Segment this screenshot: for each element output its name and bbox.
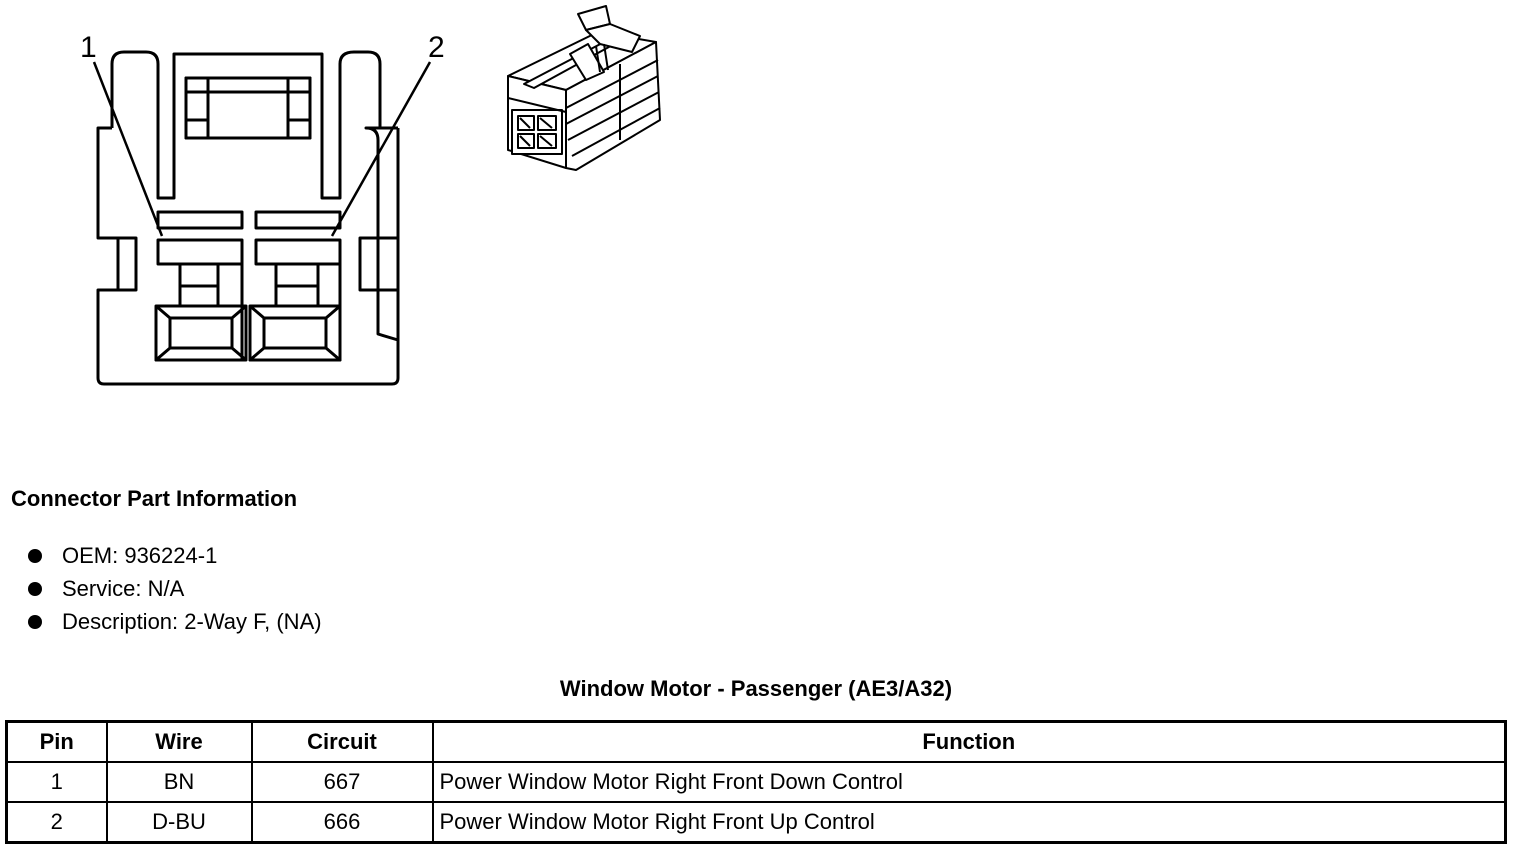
pin-1-label: 1	[80, 31, 97, 64]
header-circuit: Circuit	[250, 720, 434, 763]
pin-2-label: 2	[428, 31, 445, 64]
right-side-tab	[358, 236, 380, 292]
bullet-icon	[28, 581, 42, 596]
part-info-item-description: Description: 2-Way F, (NA)	[28, 605, 322, 638]
connector-isometric-view	[507, 5, 661, 171]
table-header-row: Pin Wire Circuit Function	[5, 720, 1507, 763]
cell-pin: 2	[5, 801, 108, 844]
rib-left-top	[156, 210, 244, 230]
table-title: Window Motor - Passenger (AE3/A32)	[559, 676, 953, 701]
cell-wire: BN	[105, 761, 253, 803]
cell-pin: 1	[5, 761, 108, 803]
part-info-service-text: Service: N/A	[62, 576, 185, 601]
cell-function: Power Window Motor Right Front Up Contro…	[431, 801, 1507, 844]
part-info-list: OEM: 936224-1 Service: N/A Description: …	[28, 539, 322, 638]
pin-1-leader	[92, 61, 164, 237]
bullet-icon	[28, 614, 42, 629]
cell-function: Power Window Motor Right Front Down Cont…	[431, 761, 1507, 803]
header-wire: Wire	[105, 720, 253, 763]
header-function: Function	[431, 720, 1507, 763]
rib-right-bottom	[254, 238, 342, 266]
cell-circuit: 667	[250, 761, 434, 803]
rib-left-bottom	[156, 238, 244, 266]
part-info-oem-text: OEM: 936224-1	[62, 543, 218, 568]
pin-2-leader	[330, 61, 432, 237]
pinout-table: Pin Wire Circuit Function 1 BN 667 Power…	[5, 720, 1507, 844]
left-latch-arm	[110, 50, 176, 200]
table-row: 1 BN 667 Power Window Motor Right Front …	[5, 761, 1507, 803]
table-row: 2 D-BU 666 Power Window Motor Right Fron…	[5, 801, 1507, 844]
rib-right-top	[254, 210, 342, 230]
part-info-item-service: Service: N/A	[28, 572, 322, 605]
cell-circuit: 666	[250, 801, 434, 844]
part-info-item-oem: OEM: 936224-1	[28, 539, 322, 572]
right-latch-arm	[320, 50, 382, 200]
center-lock	[172, 52, 324, 198]
cell-wire: D-BU	[105, 801, 253, 844]
left-side-tab	[116, 236, 138, 292]
connector-face-diagram: 1 2	[80, 31, 445, 386]
connector-body-outline	[96, 126, 400, 386]
part-info-description-text: Description: 2-Way F, (NA)	[62, 609, 322, 634]
header-pin: Pin	[5, 720, 108, 763]
bullet-icon	[28, 548, 42, 563]
part-info-title: Connector Part Information	[11, 486, 298, 511]
